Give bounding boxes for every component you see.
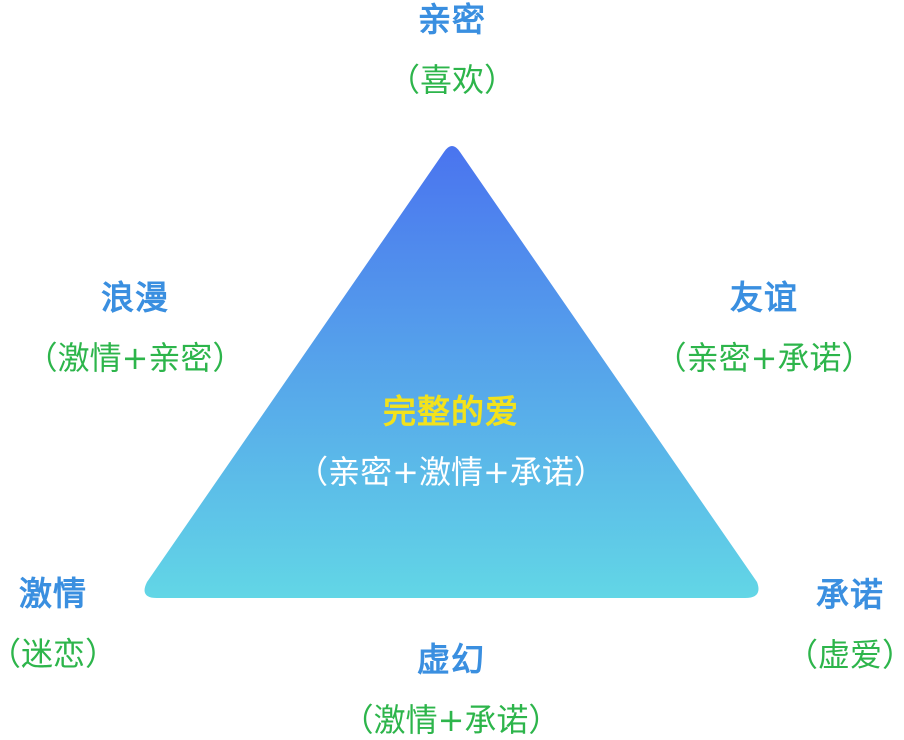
love-triangle (144, 146, 759, 598)
node-upper-right-title: 友谊 (729, 278, 798, 317)
node-bottom-left: 激情 （迷恋） (0, 574, 117, 674)
node-upper-left-subtitle: （激情+亲密） (25, 339, 245, 377)
node-bottom-right: 承诺 （虚爱） (786, 575, 904, 675)
center-title: 完整的爱 (382, 392, 519, 431)
node-top-title: 亲密 (417, 0, 486, 39)
node-bottom-title: 虚幻 (416, 640, 485, 679)
node-upper-left-title: 浪漫 (100, 278, 169, 317)
node-upper-right-subtitle: （亲密+承诺） (654, 339, 874, 377)
node-top: 亲密 （喜欢） (388, 0, 516, 100)
node-bottom-right-subtitle: （虚爱） (785, 636, 904, 674)
node-bottom-left-subtitle: （迷恋） (0, 635, 118, 673)
node-bottom: 虚幻 （激情+承诺） (342, 640, 561, 740)
node-center: 完整的爱 （亲密+激情+承诺） (296, 392, 606, 492)
center-subtitle: （亲密+激情+承诺） (296, 453, 606, 491)
node-bottom-subtitle: （激情+承诺） (341, 701, 561, 739)
node-top-subtitle: （喜欢） (387, 61, 517, 99)
node-bottom-right-title: 承诺 (815, 575, 884, 614)
node-upper-left: 浪漫 （激情+亲密） (26, 278, 245, 378)
node-upper-right: 友谊 （亲密+承诺） (655, 278, 874, 378)
node-bottom-left-title: 激情 (18, 574, 87, 613)
